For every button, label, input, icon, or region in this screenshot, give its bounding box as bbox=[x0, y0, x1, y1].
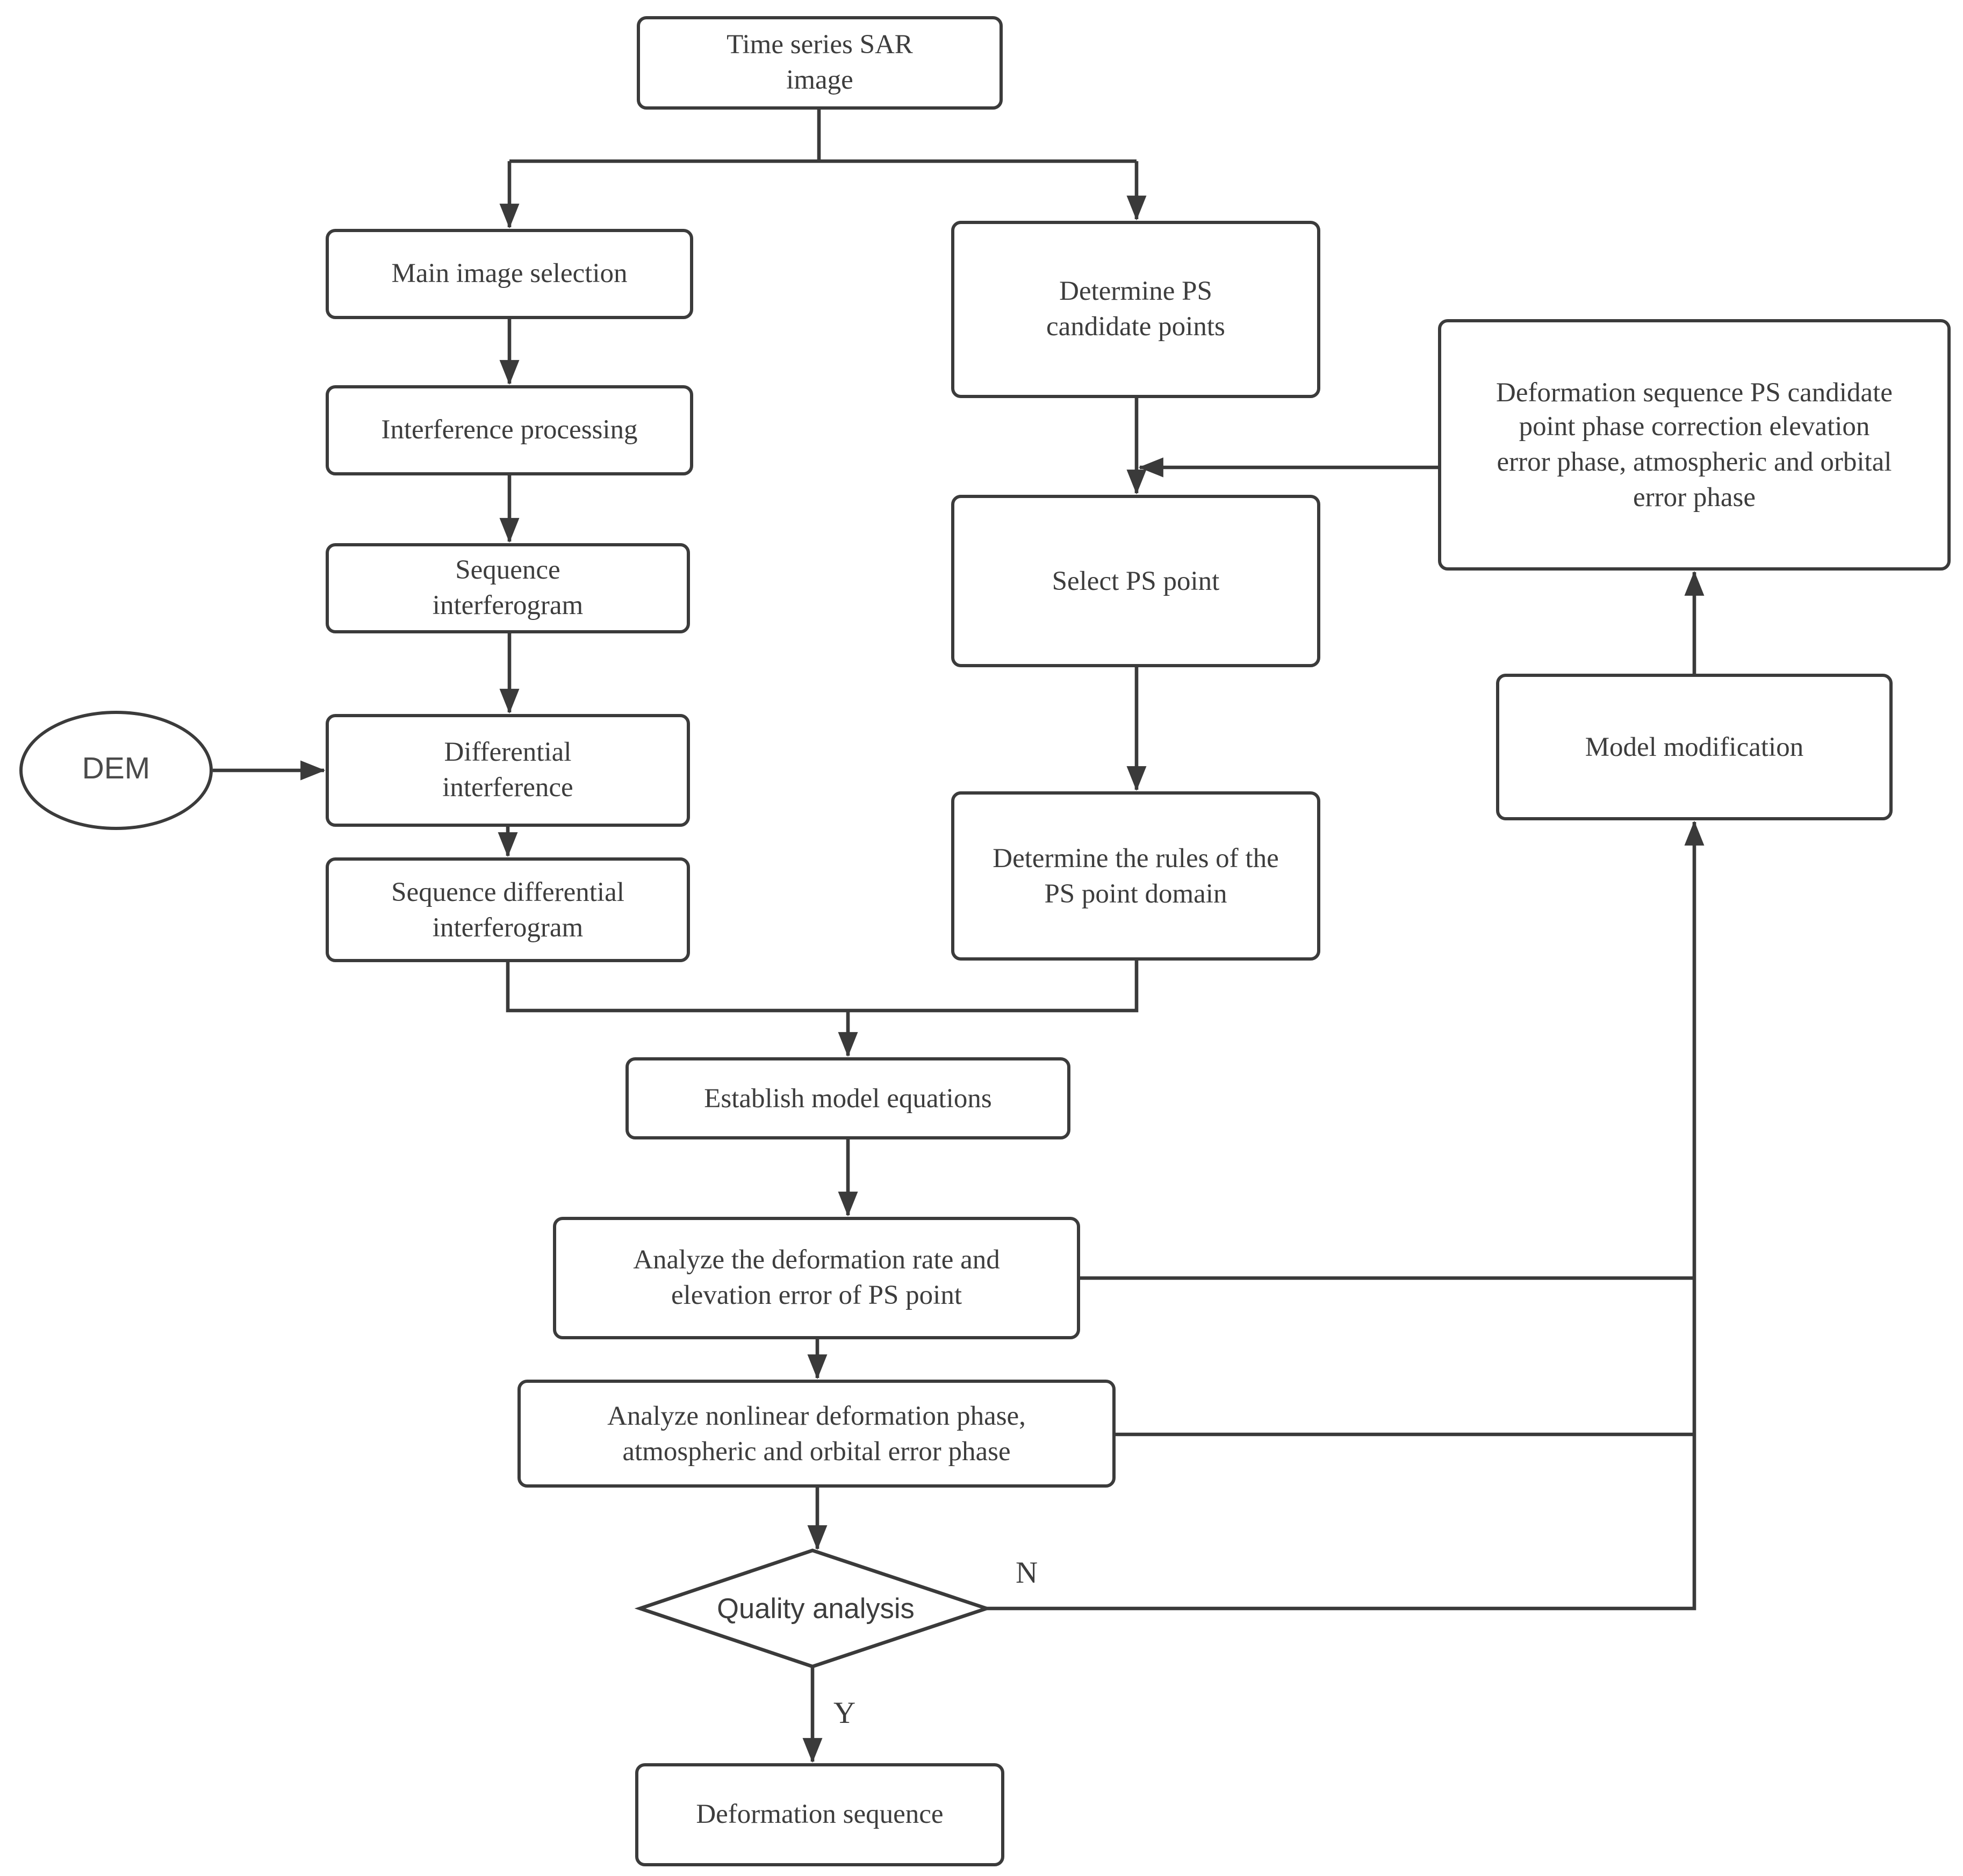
node-differential-interference-label: Differential interference bbox=[442, 737, 573, 803]
node-phase-correction: Deformation sequence PS candidate point … bbox=[1438, 319, 1951, 571]
node-time-series-sar-image: Time series SAR image bbox=[637, 16, 1003, 110]
edge-merge-line bbox=[506, 961, 1139, 1013]
node-establish-model-equations-label: Establish model equations bbox=[704, 1082, 992, 1113]
node-determine-ps-candidate-points-label: Determine PS candidate points bbox=[1046, 276, 1225, 342]
node-deformation-sequence-label: Deformation sequence bbox=[696, 1799, 944, 1830]
node-model-modification: Model modification bbox=[1496, 674, 1893, 820]
node-phase-correction-label: Deformation sequence PS candidate point … bbox=[1496, 376, 1893, 513]
node-interference-processing: Interference processing bbox=[326, 385, 693, 475]
node-determine-rules-ps-point-domain: Determine the rules of the PS point doma… bbox=[951, 791, 1320, 961]
node-main-image-selection: Main image selection bbox=[326, 229, 693, 319]
node-interference-processing-label: Interference processing bbox=[381, 414, 638, 445]
node-analyze-nonlinear-deformation: Analyze nonlinear deformation phase, atm… bbox=[517, 1380, 1116, 1488]
node-differential-interference: Differential interference bbox=[326, 714, 690, 827]
node-select-ps-point: Select PS point bbox=[951, 495, 1320, 667]
node-sequence-differential-interferogram: Sequence differential interferogram bbox=[326, 857, 690, 962]
node-select-ps-point-label: Select PS point bbox=[1052, 565, 1220, 596]
node-deformation-sequence: Deformation sequence bbox=[635, 1763, 1004, 1866]
node-sequence-interferogram: Sequence interferogram bbox=[326, 543, 690, 633]
node-sequence-differential-interferogram-label: Sequence differential interferogram bbox=[391, 876, 624, 942]
node-time-series-sar-image-label: Time series SAR image bbox=[727, 29, 913, 95]
node-dem-label: DEM bbox=[82, 752, 150, 787]
edge-label-yes: Y bbox=[833, 1697, 856, 1731]
node-determine-ps-candidate-points: Determine PS candidate points bbox=[951, 221, 1320, 398]
quality-decision-diamond bbox=[634, 1548, 993, 1669]
node-dem: DEM bbox=[19, 711, 213, 830]
node-quality-analysis-label: Quality analysis bbox=[717, 1591, 915, 1624]
node-analyze-nonlinear-deformation-label: Analyze nonlinear deformation phase, atm… bbox=[607, 1400, 1026, 1466]
node-sequence-interferogram-label: Sequence interferogram bbox=[432, 554, 584, 620]
node-quality-analysis: Quality analysis bbox=[645, 1573, 987, 1644]
node-analyze-deformation-rate-label: Analyze the deformation rate and elevati… bbox=[633, 1244, 1000, 1310]
edge-quality-no-to-model-modification bbox=[987, 820, 1705, 1611]
node-establish-model-equations: Establish model equations bbox=[625, 1057, 1070, 1139]
edge-label-no: N bbox=[1016, 1557, 1038, 1591]
node-main-image-selection-label: Main image selection bbox=[391, 258, 628, 289]
node-analyze-deformation-rate: Analyze the deformation rate and elevati… bbox=[553, 1217, 1080, 1339]
node-model-modification-label: Model modification bbox=[1585, 731, 1804, 762]
node-determine-rules-ps-point-domain-label: Determine the rules of the PS point doma… bbox=[993, 842, 1279, 908]
